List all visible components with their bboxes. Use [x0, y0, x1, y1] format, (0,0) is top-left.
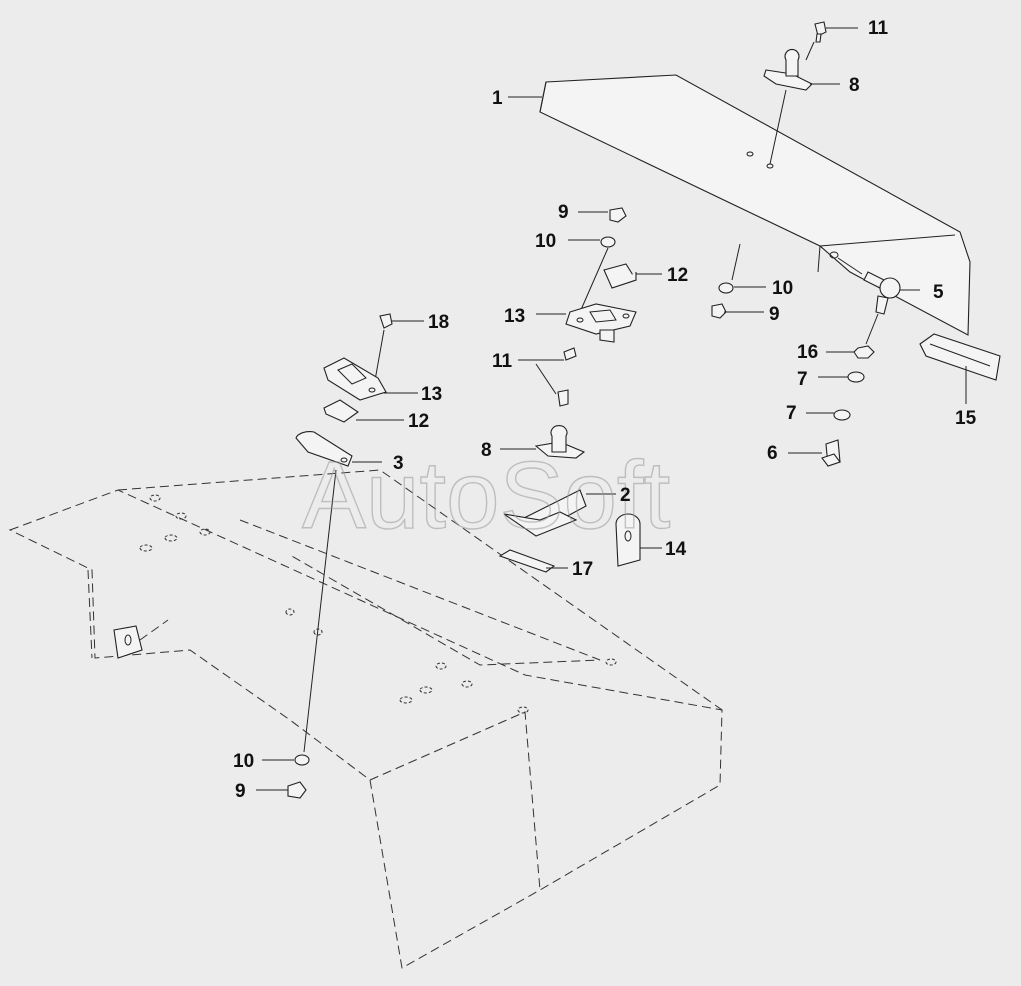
washer-10-right [718, 243, 766, 294]
nut-9-bottom [256, 781, 307, 799]
callout-13-left: 13 [421, 384, 442, 405]
washer-7a [818, 371, 865, 383]
screw-18 [373, 313, 424, 387]
latch-tab-14 [615, 513, 662, 567]
hinge-plate-13-mid [536, 303, 637, 343]
callout-1: 1 [492, 88, 503, 109]
hinge-plate-13-left [323, 357, 418, 401]
trim-strip [919, 333, 1001, 404]
gasket-17 [498, 549, 568, 573]
ball-stud-8-mid [500, 425, 586, 459]
washer-10-mid [568, 236, 616, 313]
callout-6: 6 [767, 443, 778, 464]
callout-15: 15 [955, 408, 977, 429]
washer-10-bottom [262, 754, 310, 766]
rubber-pad-12-left [323, 399, 404, 423]
bracket-2 [503, 489, 616, 537]
screw-top [805, 21, 858, 61]
callout-14: 14 [665, 539, 687, 560]
screw-11-mid [518, 347, 577, 395]
callout-11-top: 11 [868, 18, 889, 39]
callout-16: 16 [797, 342, 818, 363]
callout-9-mid: 9 [558, 202, 569, 223]
hex-nut-16 [826, 345, 875, 359]
callout-13-mid: 13 [504, 306, 525, 327]
plate-3 [295, 431, 382, 753]
callout-7a: 7 [797, 369, 808, 390]
ball-stud-top [763, 48, 840, 165]
callout-2: 2 [620, 485, 631, 506]
callout-10-right: 10 [772, 278, 793, 299]
callout-12-left: 12 [408, 411, 429, 432]
body-bracket [113, 619, 169, 659]
nut-9-right [711, 303, 764, 319]
callout-3: 3 [393, 453, 404, 474]
callout-18: 18 [428, 312, 449, 333]
bolt-6 [788, 439, 841, 467]
rubber-pad-12-mid [603, 263, 662, 289]
callout-10-bottom: 10 [233, 751, 254, 772]
gas-strut [837, 257, 920, 345]
callout-9-bottom: 9 [235, 781, 246, 802]
cover-panel [539, 74, 971, 336]
callout-11-mid: 11 [492, 351, 513, 372]
body-outline-dashed [8, 469, 726, 969]
callout-8-mid: 8 [481, 440, 492, 461]
watermark-text: AutoSoft [302, 442, 670, 549]
callout-12-right: 12 [667, 265, 688, 286]
callout-7b: 7 [786, 403, 797, 424]
nut-9-mid [578, 207, 627, 223]
callout-8-top: 8 [849, 75, 860, 96]
washer-7b [806, 409, 851, 421]
callout-5: 5 [933, 282, 944, 303]
screw-11-mid-lower [557, 389, 569, 407]
callout-9-right: 9 [769, 304, 780, 325]
callout-10-mid: 10 [535, 231, 556, 252]
callout-17: 17 [572, 559, 593, 580]
